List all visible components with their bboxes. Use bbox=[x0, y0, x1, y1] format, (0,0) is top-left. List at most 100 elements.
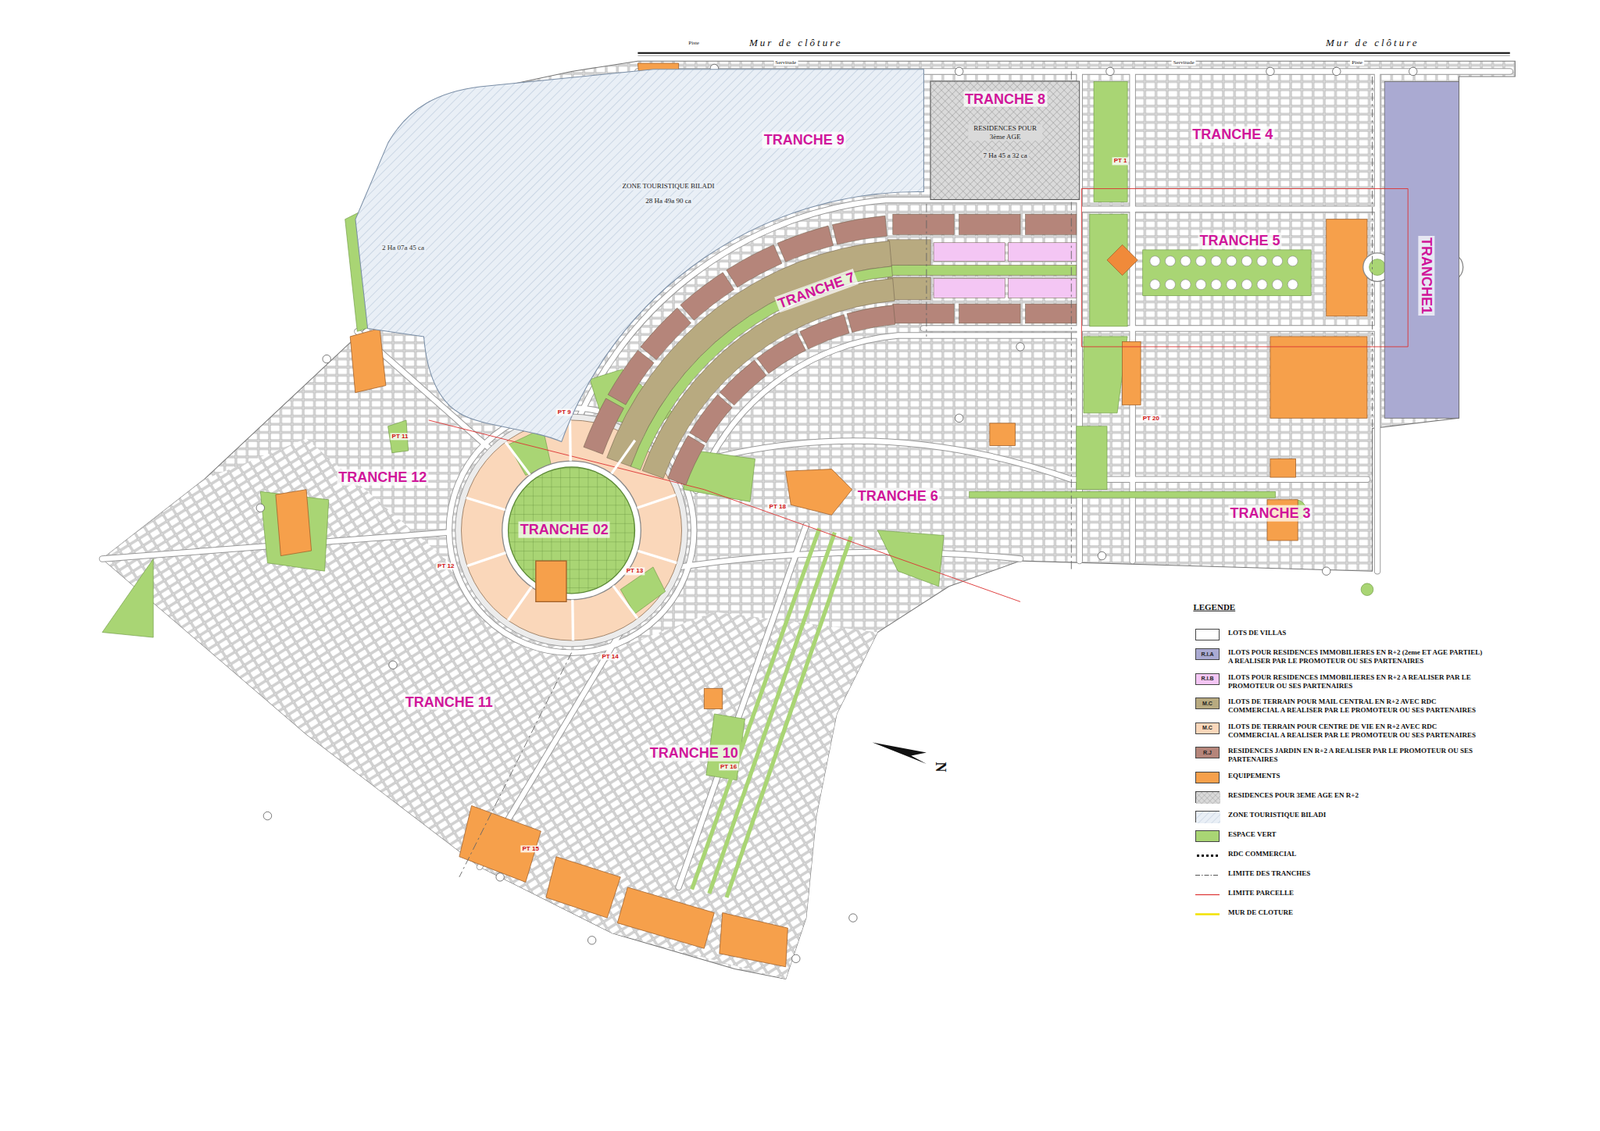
pattern-sample bbox=[1196, 811, 1221, 824]
legend-row: M.C ILOTS DE TERRAIN POUR MAIL CENTRAL EN… bbox=[1195, 697, 1508, 716]
legend-sample bbox=[1195, 850, 1220, 862]
legend-swatch bbox=[1195, 889, 1220, 901]
map-shape bbox=[1097, 551, 1106, 560]
map-shape bbox=[637, 52, 1510, 54]
map-shape bbox=[1371, 76, 1373, 572]
map-shape bbox=[1257, 279, 1268, 290]
legend-swatch: R.J bbox=[1195, 746, 1220, 759]
zone-name: ZONE TOURISTIQUE BILADI bbox=[620, 181, 716, 190]
map-shape bbox=[1375, 71, 1381, 572]
map-shape bbox=[892, 214, 954, 235]
block-arc bbox=[846, 305, 896, 333]
map-shape bbox=[1266, 67, 1275, 75]
map-shape bbox=[653, 552, 1021, 572]
wall-label: Mur de clôture bbox=[1324, 36, 1422, 49]
map-shape bbox=[1076, 426, 1108, 490]
legend-text: LIMITE PARCELLE bbox=[1228, 889, 1486, 898]
north-label: N bbox=[932, 760, 950, 775]
ring-spoke bbox=[611, 440, 636, 475]
legend-text: ILOTS DE TERRAIN POUR CENTRE DE VIE EN R… bbox=[1228, 722, 1486, 741]
map-shape bbox=[1287, 279, 1298, 290]
map-shape bbox=[673, 440, 1368, 479]
map-shape bbox=[1081, 206, 1378, 212]
map-shape bbox=[1081, 205, 1378, 212]
zone-area: 7 Ha 45 a 32 ca bbox=[981, 150, 1029, 160]
legend-text: ILOTS DE TERRAIN POUR MAIL CENTRAL EN R+… bbox=[1228, 697, 1486, 716]
map-shape bbox=[461, 420, 683, 641]
legend-swatch: M.C bbox=[1195, 697, 1220, 710]
map-shape bbox=[1374, 71, 1381, 572]
point-label: PT 12 bbox=[435, 562, 456, 570]
legend-row: ZONE TOURISTIQUE BILADI bbox=[1195, 810, 1508, 820]
map-shape bbox=[989, 423, 1016, 447]
map-shape bbox=[925, 203, 927, 337]
swatch-code: R.J bbox=[1203, 749, 1212, 756]
tranche-label: TRANCHE 12 bbox=[336, 469, 429, 486]
point-label: PT 14 bbox=[600, 653, 620, 661]
ring-spoke bbox=[637, 494, 676, 508]
map-shape bbox=[508, 467, 636, 594]
ring-spoke bbox=[637, 550, 677, 563]
map-shape bbox=[1196, 279, 1207, 290]
map-shape bbox=[1408, 67, 1417, 75]
map-shape bbox=[785, 469, 853, 516]
legend-text: LOTS DE VILLAS bbox=[1228, 628, 1486, 638]
block-arc bbox=[667, 435, 705, 486]
map-shape bbox=[1150, 279, 1161, 290]
legend-sample bbox=[1195, 869, 1220, 882]
legend-swatch bbox=[1195, 908, 1220, 921]
legend-swatch: R.I.B bbox=[1195, 673, 1220, 686]
map-shape bbox=[719, 913, 788, 968]
road-label: Piste bbox=[1350, 59, 1365, 66]
map-shape bbox=[1369, 259, 1386, 276]
legend-row: ESPACE VERT bbox=[1195, 830, 1508, 840]
dot-sample bbox=[1206, 854, 1209, 858]
legend-swatch bbox=[1195, 850, 1220, 862]
equipment-plots bbox=[275, 63, 1368, 968]
swatch-code: R.I.A bbox=[1201, 650, 1215, 658]
ring-spoke bbox=[613, 585, 638, 619]
point-label: PT 1 bbox=[1112, 157, 1129, 165]
map-shape bbox=[263, 811, 272, 820]
map-shape bbox=[1016, 342, 1025, 351]
point-label: PT 16 bbox=[718, 764, 739, 772]
map-shape bbox=[1180, 256, 1191, 267]
ring-spokes bbox=[466, 420, 677, 641]
map-shape bbox=[459, 805, 541, 883]
survey-markers bbox=[256, 64, 1418, 963]
map-shape bbox=[1210, 279, 1222, 290]
map-shape bbox=[1107, 244, 1138, 275]
map-shape bbox=[1196, 256, 1207, 267]
map-shape bbox=[1332, 67, 1341, 75]
map-shape bbox=[1007, 242, 1076, 262]
swatch-code: M.C bbox=[1202, 700, 1213, 707]
legend-swatch bbox=[1195, 810, 1220, 823]
tranche5-trees bbox=[1150, 256, 1298, 290]
legend-swatch: R.I.A bbox=[1195, 648, 1220, 661]
map-shape bbox=[350, 328, 386, 393]
ring-spoke bbox=[466, 497, 506, 510]
boulevard-planting bbox=[692, 528, 852, 898]
road-label: Servitude bbox=[773, 59, 798, 66]
map-shape bbox=[954, 67, 963, 75]
wall-label: Mur de clôture bbox=[747, 36, 845, 49]
map-shape bbox=[256, 503, 265, 512]
map-shape bbox=[792, 954, 800, 963]
point-label: PT 18 bbox=[767, 503, 788, 511]
map-shape bbox=[1093, 81, 1128, 202]
legend-row: LIMITE DES TRANCHES bbox=[1195, 869, 1508, 879]
legend-text: EQUIPEMENTS bbox=[1228, 771, 1486, 781]
tranche-label: TRANCHE 02 bbox=[518, 521, 611, 539]
map-shape bbox=[703, 688, 723, 709]
legend-row: LIMITE PARCELLE bbox=[1195, 889, 1508, 898]
legend-panel: LOTS DE VILLASR.I.AILOTS POUR RESIDENCES… bbox=[1195, 0, 1524, 1131]
map-shape bbox=[1164, 256, 1175, 267]
legend-row: M.CILOTS DE TERRAIN POUR CENTRE DE VIE E… bbox=[1195, 722, 1508, 741]
map-shape bbox=[1210, 256, 1222, 267]
map-shape bbox=[1226, 256, 1237, 267]
map-shape bbox=[1270, 459, 1297, 479]
legend-swatch bbox=[1195, 869, 1220, 882]
legend-row: EQUIPEMENTS bbox=[1195, 771, 1508, 781]
map-shape bbox=[933, 278, 1005, 298]
legend-sample bbox=[1196, 811, 1221, 824]
